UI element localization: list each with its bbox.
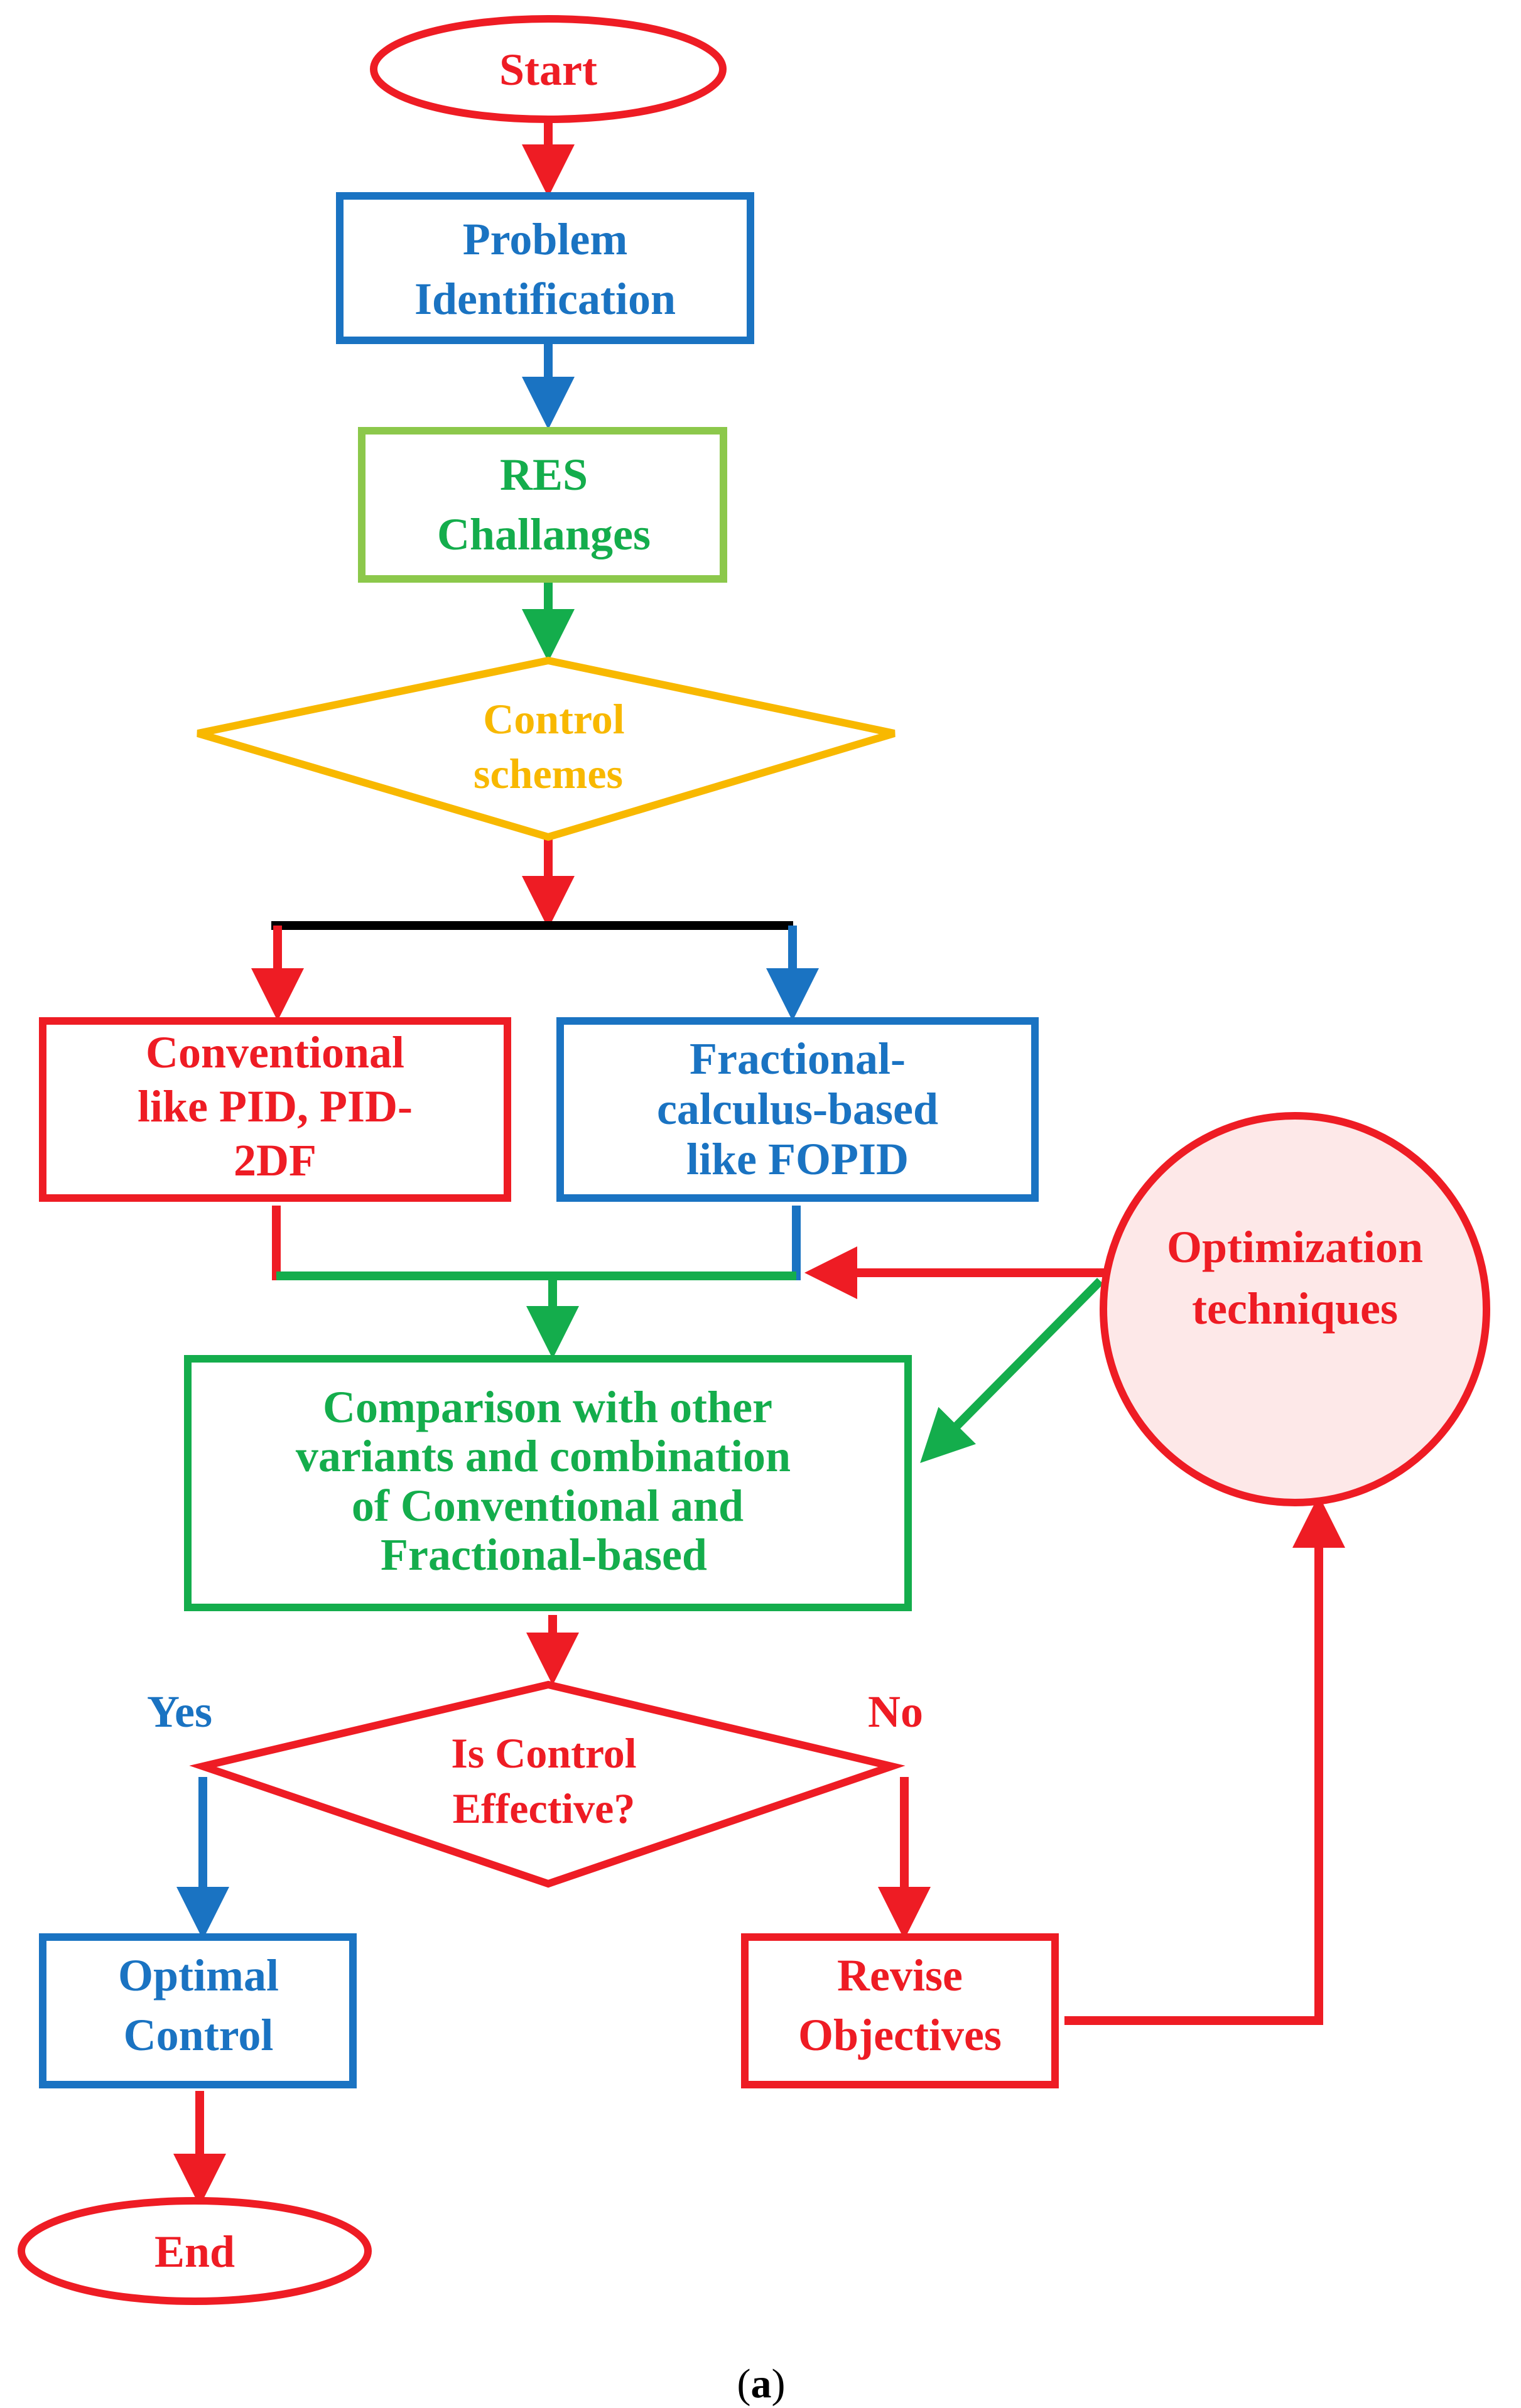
comparison-label-line2: variants and combination [296,1431,791,1481]
connectors [173,100,1345,2206]
res-label-line2: Challanges [437,509,651,559]
line-fractional-to-merge [553,1206,801,1280]
problem-box [336,192,754,344]
decision-diamond [189,1680,906,1888]
arrow-revise-to-optimization [1064,1495,1345,2025]
optimization-label-line1: Optimization [1167,1222,1423,1272]
line-conventional-to-merge [272,1206,553,1280]
end-node: End [18,2197,372,2305]
conventional-label-line2: like PID, PID- [138,1081,413,1131]
end-oval [18,2197,372,2305]
conventional-box [39,1017,511,1202]
optimization-node: Optimization techniques [1100,1112,1490,1506]
conventional-label-line3: 2DF [234,1135,317,1185]
comparison-box [184,1355,912,1611]
control-schemes-node: Control schemes [197,656,896,841]
res-label-line1: RES [500,450,588,500]
fractional-node: Fractional- calculus-based like FOPID [556,1017,1039,1202]
start-label: Start [499,45,597,95]
problem-label-line2: Identification [414,274,676,324]
comparison-label-line3: of Conventional and [352,1481,744,1531]
caption-open: ( [737,2361,751,2407]
fractional-label-line2: calculus-based [657,1084,938,1134]
fractional-box [556,1017,1039,1202]
start-oval [370,15,727,123]
end-label: End [154,2227,235,2277]
control-schemes-diamond [197,656,896,841]
optimization-circle [1100,1112,1490,1506]
fractional-label-line1: Fractional- [690,1034,906,1084]
res-challenges-node: RES Challanges [358,427,727,583]
optimal-box [39,1933,357,2088]
optimal-label-line1: Optimal [118,1950,279,2000]
comparison-label-line1: Comparison with other [323,1382,772,1432]
no-label: No [868,1687,923,1737]
figure-caption: (a) [737,2361,786,2407]
start-node: Start [370,15,727,123]
optimal-control-node: Optimal Control [39,1933,357,2088]
arrow-optimization-to-comparison [920,1278,1103,1463]
comparison-node: Comparison with other variants and combi… [184,1355,912,1611]
revise-box [741,1933,1059,2088]
decision-label-line1: Is Control [451,1729,636,1777]
caption-letter: a [751,2361,772,2407]
caption-close: ) [772,2361,786,2407]
optimization-label-line2: techniques [1192,1283,1398,1334]
conventional-node: Conventional like PID, PID- 2DF [39,1017,511,1202]
decision-node: Is Control Effective? [189,1680,906,1888]
comparison-label-line4: Fractional-based [381,1530,707,1580]
control-schemes-label-line1: Control [483,695,624,743]
revise-label-line1: Revise [837,1950,963,2000]
optimal-label-line2: Control [124,2010,274,2060]
yes-label: Yes [147,1687,212,1737]
conventional-label-line1: Conventional [146,1027,404,1077]
fractional-label-line3: like FOPID [686,1134,909,1184]
problem-identification-node: Problem Identification [336,192,754,344]
decision-label-line2: Effective? [453,1784,636,1832]
revise-objectives-node: Revise Objectives [741,1933,1059,2088]
control-schemes-label-line2: schemes [474,750,623,797]
res-box [358,427,727,583]
revise-label-line2: Objectives [798,2010,1002,2060]
problem-label-line1: Problem [463,214,628,264]
